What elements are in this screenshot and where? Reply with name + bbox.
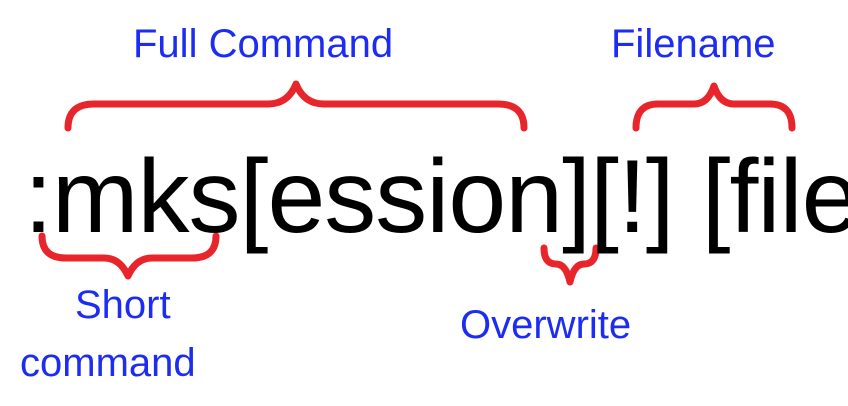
syntax-colon: : <box>24 139 53 255</box>
syntax-rest-of-command: [ession] <box>239 139 591 255</box>
filename-label: Filename <box>611 22 776 66</box>
full-command-label: Full Command <box>133 22 394 66</box>
filename-brace <box>632 82 796 132</box>
syntax-space <box>674 139 702 255</box>
full-command-brace <box>64 80 528 132</box>
command-syntax: :mks[ession][!] [file] <box>24 145 848 249</box>
syntax-file: [file] <box>701 139 848 255</box>
short-command-label-line1: Short <box>75 283 171 327</box>
short-command-label-line2: command <box>20 341 196 385</box>
syntax-bang: [!] <box>589 139 675 255</box>
overwrite-label: Overwrite <box>460 303 632 347</box>
syntax-short-command: mks <box>51 139 241 255</box>
